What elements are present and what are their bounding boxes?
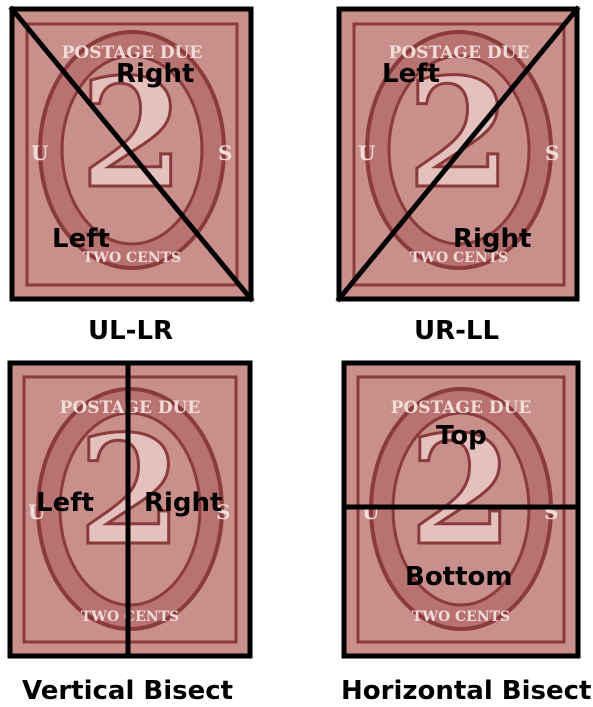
stamp-bottom-text: TWO CENTS	[412, 609, 510, 625]
stamp-letter-left: U	[358, 141, 375, 165]
stamp-image: 2 U S POSTAGE DUE TWO CENTS	[344, 363, 578, 656]
stamp-bottom-text: TWO CENTS	[81, 609, 179, 625]
stamp-letter-left: U	[31, 141, 48, 165]
panel-caption: UL-LR	[88, 318, 173, 344]
panel-caption: Vertical Bisect	[22, 678, 233, 704]
region-label-bottom: Bottom	[405, 564, 513, 590]
stamp-letter-right: S	[218, 141, 232, 165]
stamp-artwork: 2 U S POSTAGE DUE TWO CENTS	[340, 10, 578, 299]
stamp-letter-right: S	[545, 141, 559, 165]
region-label-lower: Right	[453, 226, 531, 252]
region-label-lower: Left	[52, 226, 110, 252]
stamp-artwork: 2 U S POSTAGE DUE TWO CENTS	[13, 10, 251, 299]
panel-caption: Horizontal Bisect	[341, 678, 591, 704]
stamp-top-text: POSTAGE DUE	[391, 398, 532, 418]
region-label-upper: Left	[382, 61, 440, 87]
region-label-upper: Right	[116, 61, 194, 87]
stamp-letter-right: S	[544, 500, 558, 524]
panel-caption: UR-LL	[414, 318, 499, 344]
stamp-image: 2 U S POSTAGE DUE TWO CENTS	[340, 10, 578, 299]
stamp-artwork: 2 U S POSTAGE DUE TWO CENTS	[344, 363, 578, 656]
stamp-letter-left: U	[362, 500, 379, 524]
stamp-image: 2 U S POSTAGE DUE TWO CENTS	[13, 10, 251, 299]
region-label-top: Top	[436, 423, 487, 449]
stamp-top-text: POSTAGE DUE	[60, 398, 201, 418]
region-label-right: Right	[144, 490, 222, 516]
region-label-left: Left	[36, 490, 94, 516]
